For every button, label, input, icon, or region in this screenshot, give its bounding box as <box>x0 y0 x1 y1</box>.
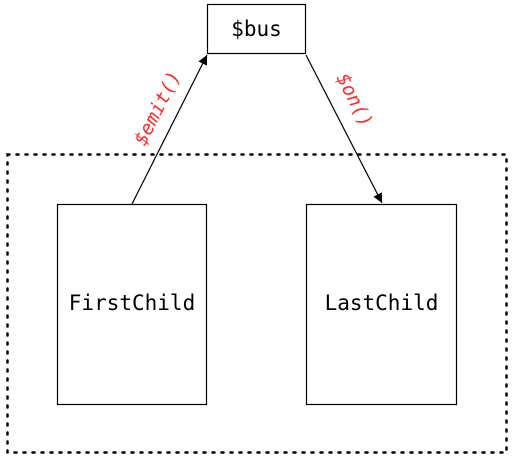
emit-label: $emit() <box>130 68 186 149</box>
bus-node: $bus <box>206 3 307 55</box>
on-label: $on() <box>332 70 378 131</box>
first-child-node: FirstChild <box>56 203 208 406</box>
on-arrow <box>305 54 383 204</box>
last-child-label: LastChild <box>325 291 439 315</box>
last-child-node: LastChild <box>305 203 458 406</box>
first-child-label: FirstChild <box>69 291 195 315</box>
first-child-box <box>56 203 208 406</box>
bus-box <box>206 3 307 55</box>
last-child-box <box>305 203 458 406</box>
emit-arrow <box>131 54 208 205</box>
bus-label: $bus <box>231 17 282 41</box>
parent-container <box>6 153 508 454</box>
